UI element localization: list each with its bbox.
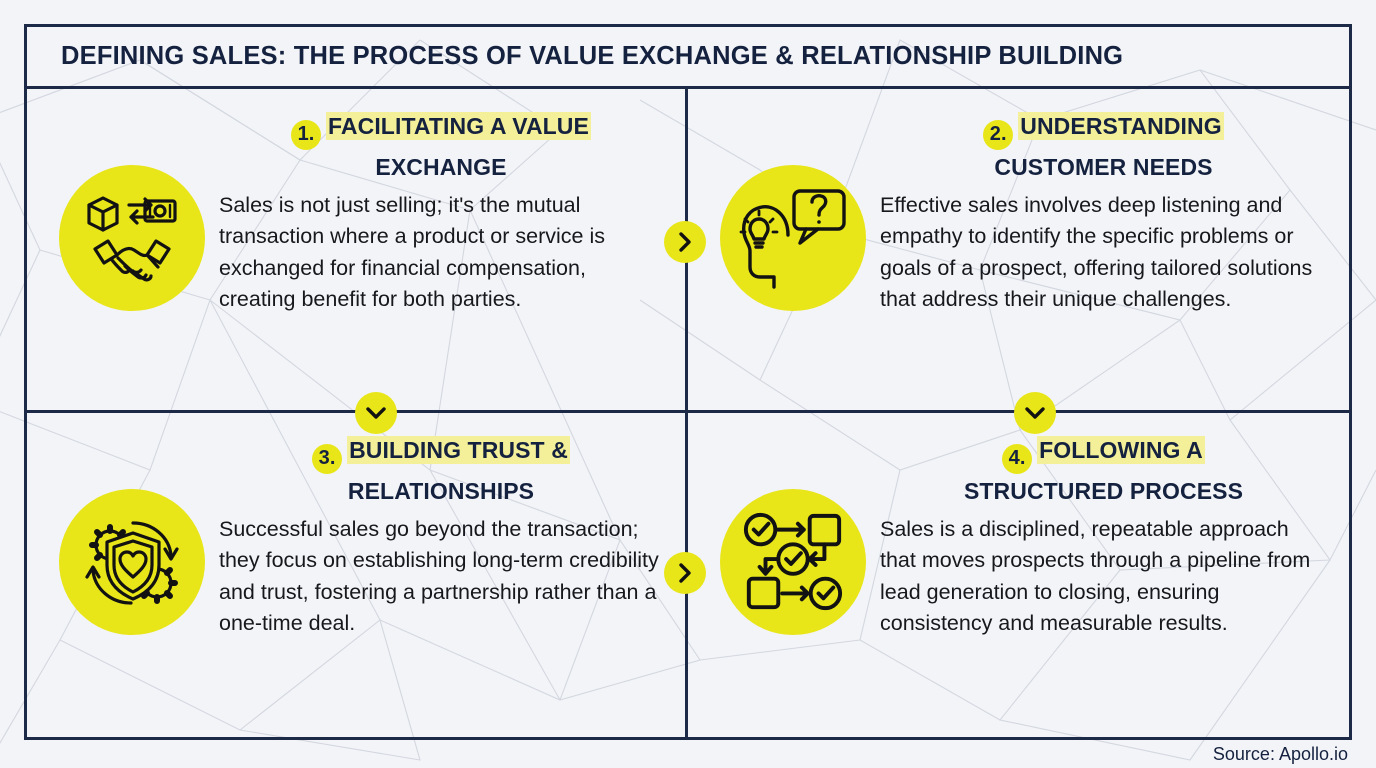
header-bar: DEFINING SALES: THE PROCESS OF VALUE EXC… bbox=[27, 27, 1349, 89]
card-4-heading-highlight: FOLLOWING A bbox=[1037, 436, 1205, 464]
card-2-heading-highlight: UNDERSTANDING bbox=[1018, 112, 1224, 140]
card-2-number-badge: 2. bbox=[983, 119, 1014, 150]
card-2-text: 2.UNDERSTANDING CUSTOMER NEEDS Effective … bbox=[880, 103, 1327, 315]
card-4-heading: 4.FOLLOWING A STRUCTURED PROCESS bbox=[880, 433, 1327, 508]
card-2: 2.UNDERSTANDING CUSTOMER NEEDS Effective … bbox=[688, 89, 1349, 413]
head-lightbulb-question-icon bbox=[720, 165, 866, 311]
card-3-body: Successful sales go beyond the transacti… bbox=[219, 516, 659, 635]
card-4-heading-rest: STRUCTURED PROCESS bbox=[963, 477, 1244, 504]
connector-chevron-down-left bbox=[355, 392, 397, 434]
card-2-heading: 2.UNDERSTANDING CUSTOMER NEEDS bbox=[880, 109, 1327, 184]
card-1-heading: 1.FACILITATING A VALUE EXCHANGE bbox=[219, 109, 663, 184]
connector-chevron-right-top bbox=[664, 221, 706, 263]
card-1-text: 1.FACILITATING A VALUE EXCHANGE Sales is … bbox=[219, 103, 663, 315]
connector-chevron-right-bottom bbox=[664, 552, 706, 594]
cards-grid: 1.FACILITATING A VALUE EXCHANGE Sales is … bbox=[27, 89, 1349, 737]
card-1-body: Sales is not just selling; it's the mutu… bbox=[219, 192, 605, 311]
card-4: 4.FOLLOWING A STRUCTURED PROCESS Sales is… bbox=[688, 413, 1349, 737]
card-1-number-badge: 1. bbox=[291, 119, 322, 150]
card-4-number-badge: 4. bbox=[1002, 443, 1033, 474]
flowchart-checkmarks-icon bbox=[720, 489, 866, 635]
card-1-heading-highlight: FACILITATING A VALUE bbox=[326, 112, 591, 140]
card-3: 3.BUILDING TRUST & RELATIONSHIPS Successf… bbox=[27, 413, 688, 737]
card-3-heading-rest: RELATIONSHIPS bbox=[347, 477, 535, 504]
infographic-frame: DEFINING SALES: THE PROCESS OF VALUE EXC… bbox=[24, 24, 1352, 740]
card-4-text: 4.FOLLOWING A STRUCTURED PROCESS Sales is… bbox=[880, 427, 1327, 639]
card-2-body: Effective sales involves deep listening … bbox=[880, 192, 1313, 311]
card-4-body: Sales is a disciplined, repeatable appro… bbox=[880, 516, 1311, 635]
card-3-number-badge: 3. bbox=[312, 443, 343, 474]
source-attribution: Source: Apollo.io bbox=[1212, 744, 1348, 764]
shield-heart-gears-icon bbox=[59, 489, 205, 635]
handshake-exchange-icon bbox=[59, 165, 205, 311]
card-3-heading-highlight: BUILDING TRUST & bbox=[347, 436, 570, 464]
card-2-heading-rest: CUSTOMER NEEDS bbox=[994, 153, 1213, 180]
card-1-heading-rest: EXCHANGE bbox=[375, 153, 507, 180]
connector-chevron-down-right bbox=[1014, 392, 1056, 434]
card-3-heading: 3.BUILDING TRUST & RELATIONSHIPS bbox=[219, 433, 663, 508]
page-title: DEFINING SALES: THE PROCESS OF VALUE EXC… bbox=[61, 42, 1124, 70]
card-1: 1.FACILITATING A VALUE EXCHANGE Sales is … bbox=[27, 89, 688, 413]
card-3-text: 3.BUILDING TRUST & RELATIONSHIPS Successf… bbox=[219, 427, 663, 639]
